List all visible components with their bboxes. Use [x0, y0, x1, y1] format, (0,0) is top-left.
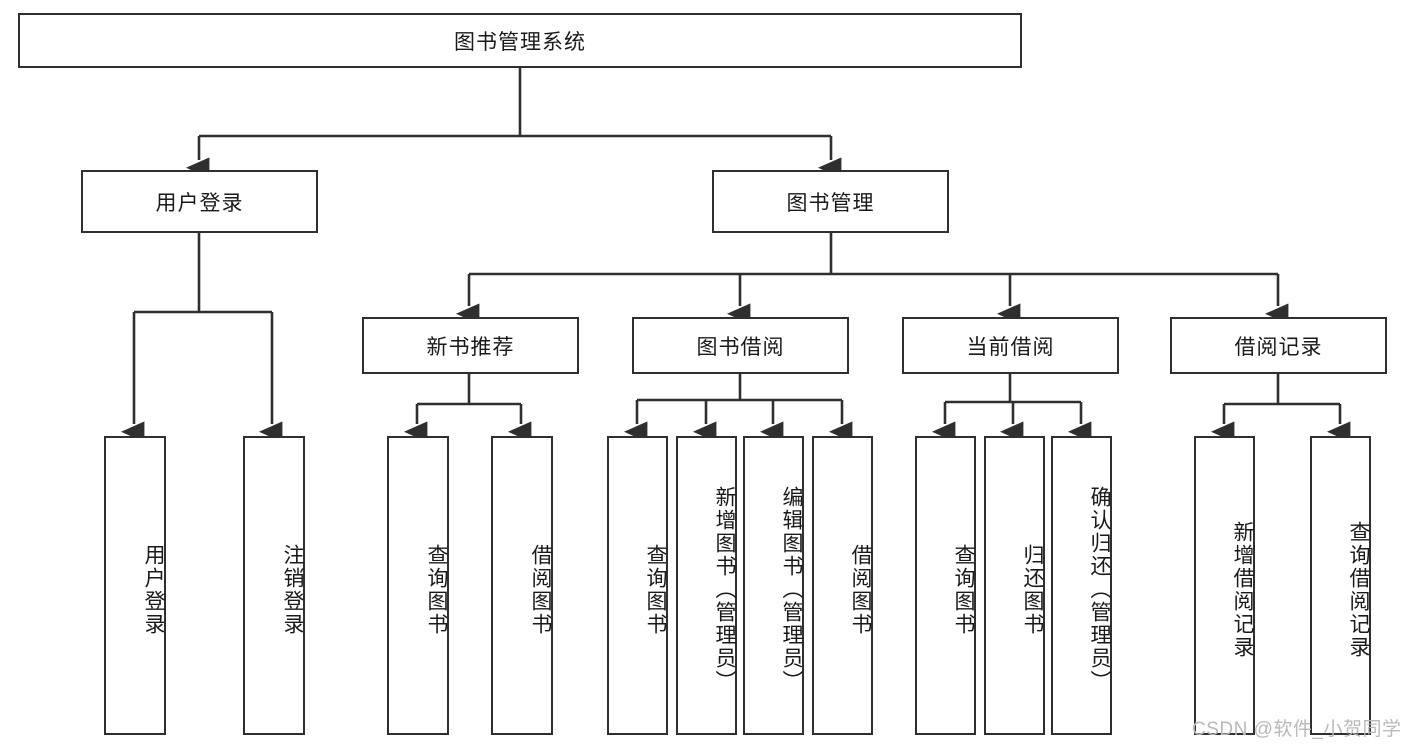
node-book-borrow-label: 图书借阅	[696, 335, 785, 359]
leaf-book-borrow-3[interactable]: 编辑图书（管理员）	[743, 436, 804, 735]
leaf-book-borrow-4-label: 借阅图书	[849, 543, 872, 636]
leaf-new-book-1[interactable]: 查询图书	[387, 436, 449, 735]
node-new-book-recommend[interactable]: 新书推荐	[362, 317, 579, 374]
node-book-management-label: 图书管理	[786, 191, 875, 215]
leaf-new-book-2-label: 借阅图书	[529, 543, 552, 636]
node-new-book-recommend-label: 新书推荐	[426, 335, 515, 359]
leaf-current-borrow-2[interactable]: 归还图书	[984, 436, 1045, 735]
leaf-user-login-2-label: 注销登录	[281, 543, 304, 636]
node-current-borrow[interactable]: 当前借阅	[902, 317, 1119, 374]
node-current-borrow-label: 当前借阅	[966, 335, 1055, 359]
node-user-login[interactable]: 用户登录	[81, 170, 318, 233]
leaf-current-borrow-2-label: 归还图书	[1021, 543, 1044, 636]
node-borrow-record-label: 借阅记录	[1234, 335, 1323, 359]
leaf-book-borrow-2[interactable]: 新增图书（管理员）	[676, 436, 737, 735]
leaf-borrow-record-2-label: 查询借阅记录	[1347, 520, 1370, 659]
node-book-management[interactable]: 图书管理	[712, 170, 949, 233]
leaf-user-login-1-label: 用户登录	[142, 543, 165, 636]
node-root[interactable]: 图书管理系统	[18, 13, 1022, 68]
leaf-book-borrow-2-label: 新增图书（管理员）	[713, 486, 736, 693]
leaf-book-borrow-1[interactable]: 查询图书	[607, 436, 668, 735]
leaf-book-borrow-1-label: 查询图书	[644, 543, 667, 636]
leaf-current-borrow-1[interactable]: 查询图书	[915, 436, 976, 735]
leaf-current-borrow-1-label: 查询图书	[952, 543, 975, 636]
node-root-label: 图书管理系统	[454, 30, 586, 54]
leaf-borrow-record-2[interactable]: 查询借阅记录	[1310, 436, 1371, 735]
leaf-new-book-2[interactable]: 借阅图书	[491, 436, 553, 735]
leaf-borrow-record-1[interactable]: 新增借阅记录	[1194, 436, 1255, 735]
leaf-borrow-record-1-label: 新增借阅记录	[1231, 520, 1254, 659]
leaf-current-borrow-3[interactable]: 确认归还（管理员）	[1051, 436, 1112, 735]
leaf-book-borrow-4[interactable]: 借阅图书	[812, 436, 873, 735]
csdn-watermark: CSDN @软件_小贺同学	[1192, 719, 1402, 740]
node-user-login-label: 用户登录	[155, 191, 244, 215]
node-book-borrow[interactable]: 图书借阅	[632, 317, 849, 374]
leaf-new-book-1-label: 查询图书	[425, 543, 448, 636]
leaf-user-login-1[interactable]: 用户登录	[104, 436, 166, 735]
leaf-current-borrow-3-label: 确认归还（管理员）	[1088, 486, 1111, 693]
leaf-book-borrow-3-label: 编辑图书（管理员）	[780, 486, 803, 693]
leaf-user-login-2[interactable]: 注销登录	[243, 436, 305, 735]
node-borrow-record[interactable]: 借阅记录	[1170, 317, 1387, 374]
